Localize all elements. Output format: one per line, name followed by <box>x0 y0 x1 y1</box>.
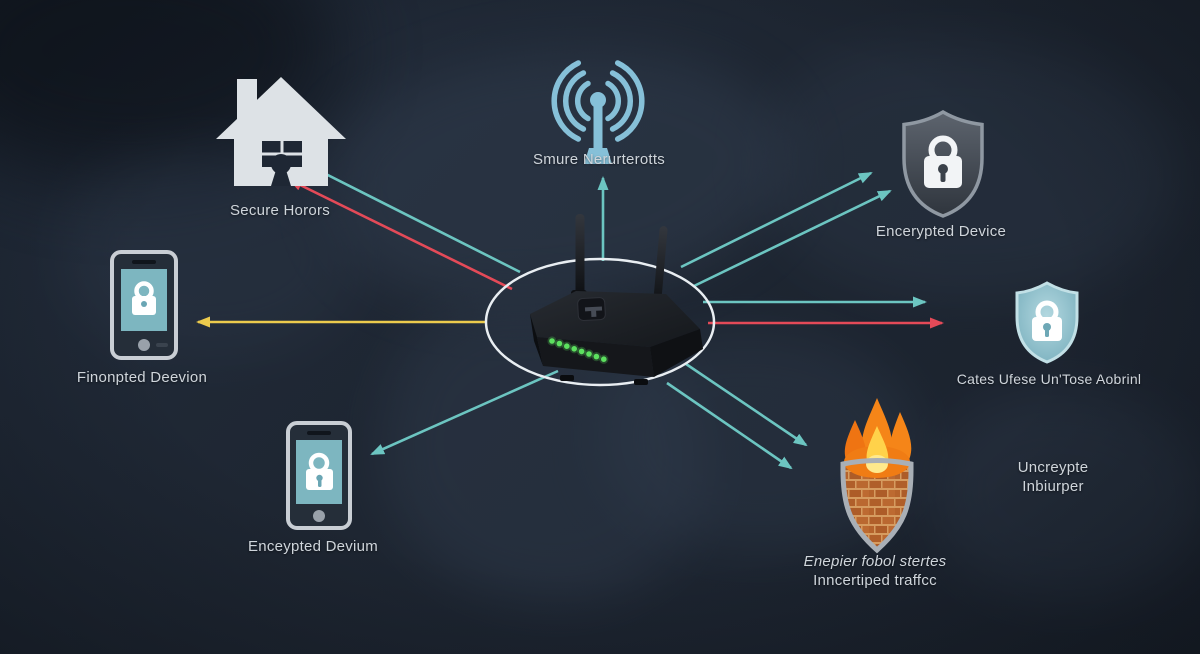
arrow-hub-to-firewall-2 <box>666 381 793 470</box>
arrow-hub-to-home-teal <box>300 160 521 274</box>
secure-home-icon <box>216 77 346 186</box>
router-left-face <box>530 314 543 366</box>
router-foot <box>634 379 648 385</box>
firewall-icon <box>840 398 914 554</box>
router-logo <box>577 297 606 321</box>
router-top-face <box>530 291 700 347</box>
label-text-line2: Inncertiped traffcc <box>813 572 937 589</box>
label-shield-right: Cates Ufese Un'Tose Aobrinl <box>942 370 1156 389</box>
label-text: Finonpted Deevion <box>76 369 208 386</box>
label-phone-bottom: Enceypted Devium <box>213 537 413 556</box>
label-firewall: Enepier fobol stertes Inncertiped traffc… <box>755 552 995 590</box>
arrow-hub-to-shield-top-right-1 <box>680 171 873 269</box>
arrow-hub-to-home-red <box>288 178 513 291</box>
shield-lock-icon-gray <box>902 109 984 218</box>
label-text: Encerypted Device <box>875 223 1007 240</box>
label-text: Cates Ufese Un'Tose Aobrinl <box>956 371 1142 387</box>
router-foot <box>560 375 574 381</box>
label-text: Secure Horors <box>230 202 330 219</box>
world-map-silhouette <box>930 390 1200 600</box>
wireless-router-icon <box>530 214 703 385</box>
label-encrypted-device: Encerypted Device <box>841 222 1041 241</box>
router-antenna-left <box>575 214 585 298</box>
label-text: Enceypted Devium <box>248 538 378 555</box>
arrow-hub-to-phone-bottom <box>370 369 559 456</box>
label-phone-left: Finonpted Deevion <box>42 368 242 387</box>
router-status-leds <box>547 336 609 364</box>
arrow-hub-to-firewall-1 <box>685 362 808 447</box>
label-text-line2: Inbiurper <box>1022 478 1084 495</box>
arrow-hub-to-shield-top-right-2 <box>693 189 892 288</box>
router-right-face <box>650 329 703 377</box>
connection-arrows <box>196 160 944 470</box>
label-unencrypted-intruder: Uncreypte Inbiurper <box>953 458 1153 496</box>
hub-ellipse <box>484 257 716 387</box>
label-secure-home: Secure Horors <box>180 201 380 220</box>
label-text-line1: Uncreypte <box>1017 459 1089 476</box>
label-wifi-network: Smure Nerurterotts <box>492 150 706 169</box>
label-text: Smure Nerurterotts <box>532 151 666 168</box>
flames <box>844 398 912 478</box>
label-text-line1: Enepier fobol stertes <box>803 553 947 570</box>
phone-lock-icon-bottom <box>286 421 352 530</box>
phone-lock-icon-left <box>110 250 178 360</box>
wifi-signal-icon <box>551 60 645 164</box>
shield-lock-icon-teal <box>1015 281 1079 364</box>
